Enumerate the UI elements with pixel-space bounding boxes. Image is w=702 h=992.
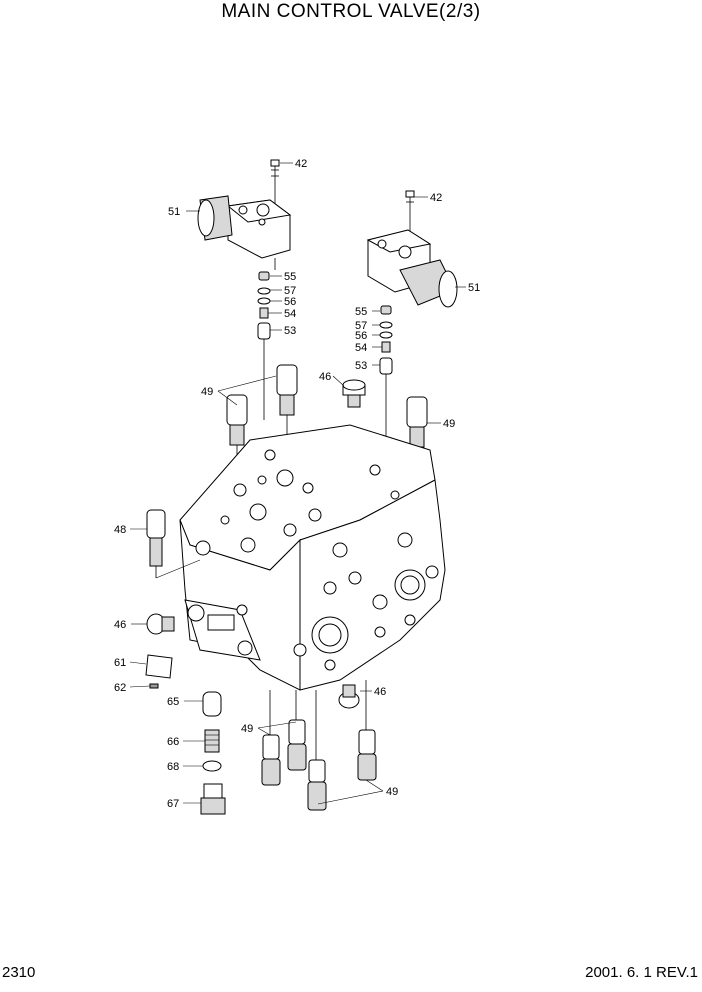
solenoid-valve-right (366, 190, 458, 308)
plug-65 (202, 691, 222, 717)
callout-49: 49 (443, 418, 455, 430)
callout-53: 53 (355, 360, 367, 372)
leader-lines (129, 162, 466, 805)
page-title: MAIN CONTROL VALVE(2/3) (221, 1, 481, 22)
callout-49: 49 (386, 786, 398, 798)
callout-65: 65 (167, 696, 179, 708)
relief-valve-48 (146, 509, 201, 579)
callout-49: 49 (241, 723, 253, 735)
plug-67 (200, 783, 226, 815)
callout-54: 54 (355, 342, 367, 354)
callout-48: 48 (114, 524, 126, 536)
callout-57: 57 (284, 285, 296, 297)
callout-66: 66 (167, 736, 179, 748)
main-valve-body (179, 424, 446, 691)
callout-55: 55 (284, 271, 296, 283)
revision-date: 2001. 6. 1 REV.1 (585, 964, 698, 981)
plug-46-top (342, 379, 366, 408)
callout-61: 61 (114, 657, 126, 669)
solenoid-valve-left (197, 159, 292, 270)
callout-56: 56 (355, 330, 367, 342)
callout-62: 62 (114, 682, 126, 694)
plug-46-left (146, 613, 175, 635)
callout-46: 46 (319, 371, 331, 383)
callout-54: 54 (284, 308, 296, 320)
o-ring-68 (202, 760, 222, 772)
screw-62 (149, 683, 159, 689)
callout-46: 46 (114, 619, 126, 631)
callout-42: 42 (295, 158, 307, 170)
cover-61 (145, 654, 173, 679)
callout-49: 49 (201, 386, 213, 398)
page-number: 2310 (2, 964, 36, 981)
plug-46-bottom (338, 684, 360, 709)
callout-56: 56 (284, 296, 296, 308)
small-parts-stack-left (257, 271, 271, 420)
callout-55: 55 (355, 306, 367, 318)
callout-68: 68 (167, 761, 179, 773)
callout-57: 57 (355, 320, 367, 332)
callout-46: 46 (374, 686, 386, 698)
callout-51: 51 (468, 282, 480, 294)
callout-42: 42 (430, 192, 442, 204)
callout-67: 67 (167, 798, 179, 810)
callout-53: 53 (284, 325, 296, 337)
callout-51: 51 (168, 206, 180, 218)
callout-labels: 42 42 51 51 55 57 56 54 53 55 57 56 54 5… (114, 158, 480, 810)
spring-66 (204, 729, 220, 753)
